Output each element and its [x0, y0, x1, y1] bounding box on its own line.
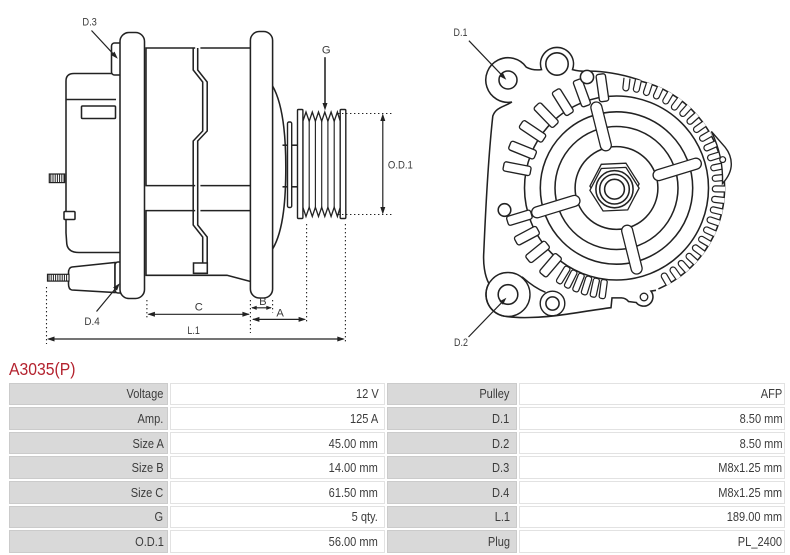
svg-text:A: A [276, 307, 284, 319]
svg-text:G: G [322, 45, 331, 57]
svg-text:B: B [259, 296, 266, 308]
svg-text:L.1: L.1 [187, 325, 200, 337]
svg-text:D.2: D.2 [454, 337, 468, 349]
svg-text:D.4: D.4 [84, 316, 99, 328]
svg-text:D.3: D.3 [82, 17, 97, 29]
svg-text:D.1: D.1 [454, 27, 468, 39]
svg-text:O.D.1: O.D.1 [388, 159, 413, 171]
svg-text:C: C [195, 302, 203, 314]
